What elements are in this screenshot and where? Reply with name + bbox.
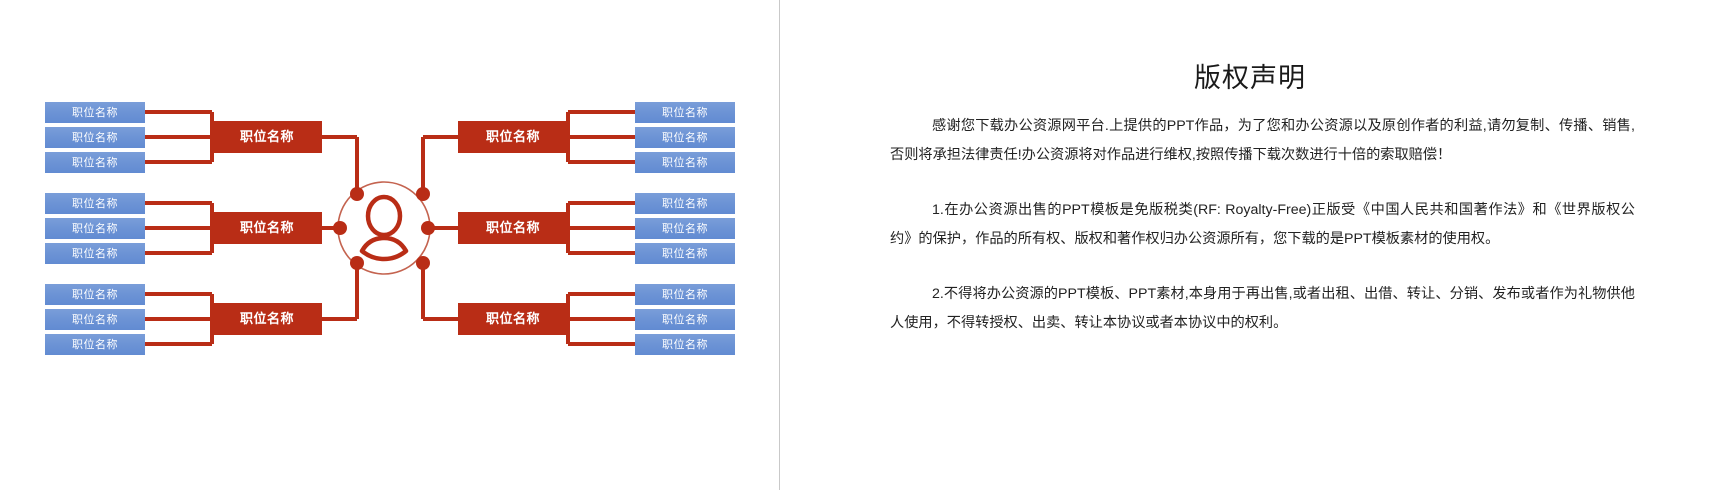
leaf-box[interactable]: 职位名称 — [635, 192, 735, 214]
hub-dot-right — [421, 221, 435, 235]
leaf-box[interactable]: 职位名称 — [635, 217, 735, 239]
mid-node-box[interactable]: 职位名称 — [458, 303, 568, 335]
copyright-paragraph-2: 1.在办公资源出售的PPT模板是免版税类(RF: Royalty-Free)正版… — [890, 202, 1635, 247]
leaf-box[interactable]: 职位名称 — [45, 283, 145, 305]
leaf-box[interactable]: 职位名称 — [635, 242, 735, 264]
leaf-box[interactable]: 职位名称 — [45, 308, 145, 330]
copyright-paragraph-3: 2.不得将办公资源的PPT模板、PPT素材,本身用于再出售,或者出租、出借、转让… — [890, 286, 1635, 331]
leaf-box[interactable]: 职位名称 — [635, 126, 735, 148]
copyright-panel: 版权声明 感谢您下载办公资源网平台.上提供的PPT作品，为了您和办公资源以及原创… — [780, 0, 1720, 490]
leaf-box[interactable]: 职位名称 — [635, 283, 735, 305]
page-title: 版权声明 — [1194, 63, 1306, 93]
copyright-paragraph-1: 感谢您下载办公资源网平台.上提供的PPT作品，为了您和办公资源以及原创作者的利益… — [890, 118, 1635, 163]
mid-node-box[interactable]: 职位名称 — [212, 212, 322, 244]
leaf-box[interactable]: 职位名称 — [45, 101, 145, 123]
org-chart-panel: 职位名称 职位名称 职位名称 职位名称 职位名称 职位名称 职位名称 职位名称 … — [0, 0, 780, 490]
hub-dot-bottom-left — [350, 256, 364, 270]
hub-dot-bottom-right — [416, 256, 430, 270]
leaf-box[interactable]: 职位名称 — [635, 151, 735, 173]
org-chart-connectors — [145, 110, 635, 346]
hub-dot-top-right — [416, 187, 430, 201]
leaf-box[interactable]: 职位名称 — [45, 126, 145, 148]
leaf-box[interactable]: 职位名称 — [635, 101, 735, 123]
mid-node-box[interactable]: 职位名称 — [458, 121, 568, 153]
mid-node-box[interactable]: 职位名称 — [458, 212, 568, 244]
hub-dot-left — [333, 221, 347, 235]
mid-node-box[interactable]: 职位名称 — [212, 121, 322, 153]
person-avatar-icon — [359, 194, 409, 262]
org-chart-diagram: 职位名称 职位名称 职位名称 职位名称 职位名称 职位名称 职位名称 职位名称 … — [0, 0, 780, 490]
copyright-body: 感谢您下载办公资源网平台.上提供的PPT作品，为了您和办公资源以及原创作者的利益… — [890, 112, 1635, 338]
leaf-box[interactable]: 职位名称 — [45, 217, 145, 239]
leaf-box[interactable]: 职位名称 — [635, 308, 735, 330]
leaf-box[interactable]: 职位名称 — [45, 192, 145, 214]
leaf-box[interactable]: 职位名称 — [635, 333, 735, 355]
mid-node-box[interactable]: 职位名称 — [212, 303, 322, 335]
hub-dot-top-left — [350, 187, 364, 201]
leaf-box[interactable]: 职位名称 — [45, 151, 145, 173]
leaf-box[interactable]: 职位名称 — [45, 242, 145, 264]
panel-divider — [779, 0, 780, 490]
leaf-box[interactable]: 职位名称 — [45, 333, 145, 355]
